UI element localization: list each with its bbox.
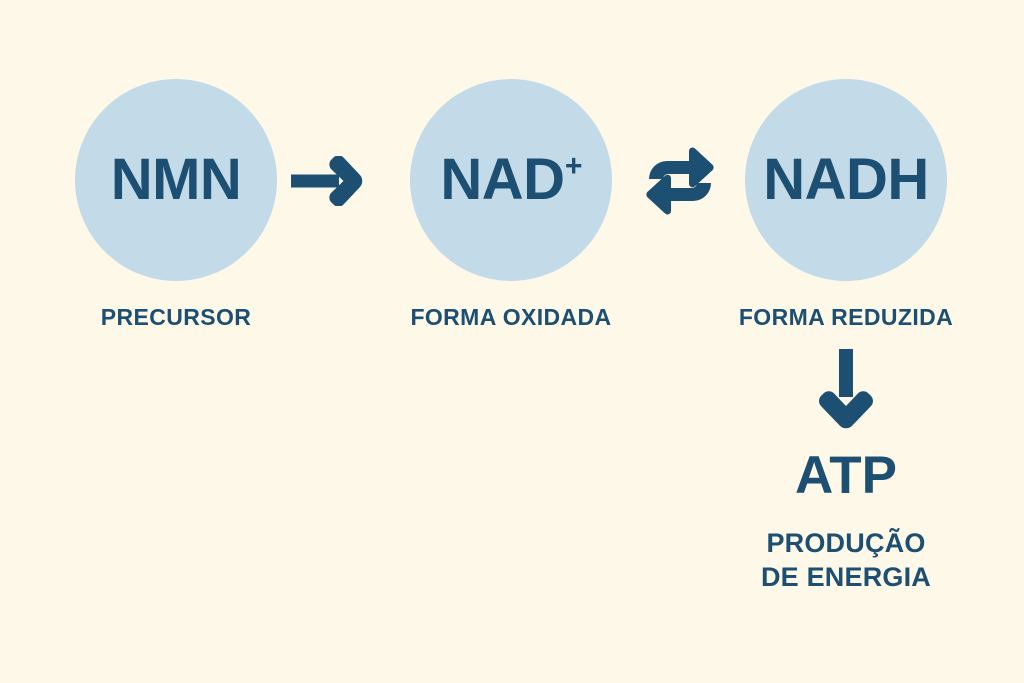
arrow-right-icon [291, 156, 363, 206]
node-circle-nad[interactable]: NAD+ [410, 79, 612, 281]
node-superscript-nad: + [564, 150, 583, 184]
node-caption-nmn: PRECURSOR [100, 304, 252, 330]
output-subtitle-line-2: DE ENERGIA [760, 562, 932, 593]
output-subtitle-line-1: PRODUÇÃO [766, 528, 926, 558]
node-circle-nmn[interactable]: NMN [75, 79, 277, 281]
swap-arrows-icon [645, 145, 715, 217]
output-subtitle-atp: PRODUÇÃO DE ENERGIA [696, 526, 996, 594]
node-caption-nad: FORMA OXIDADA [410, 304, 612, 330]
arrow-down-icon [818, 349, 874, 429]
output-title-atp: ATP [794, 446, 898, 505]
node-circle-nadh[interactable]: NADH [745, 79, 947, 281]
node-label-nad: NAD+ [440, 147, 583, 212]
node-label-nmn: NMN [110, 147, 242, 212]
node-caption-nadh: FORMA REDUZIDA [738, 304, 954, 330]
node-label-nadh: NADH [763, 147, 929, 212]
